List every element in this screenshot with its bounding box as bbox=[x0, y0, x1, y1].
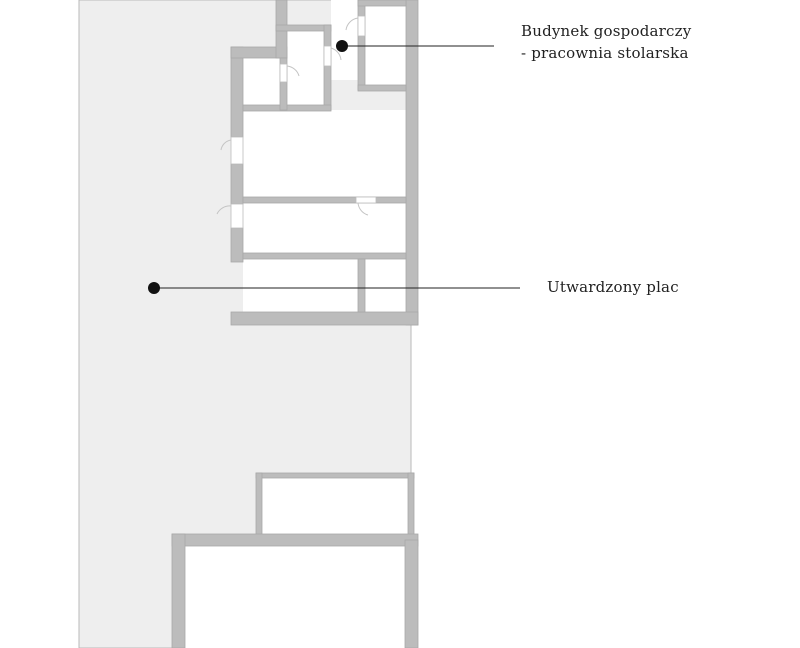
door-opening bbox=[357, 15, 366, 37]
door-opening bbox=[230, 203, 244, 229]
door-opening bbox=[323, 45, 332, 67]
door-swing bbox=[220, 139, 232, 151]
room-interior bbox=[243, 110, 406, 197]
door-swing bbox=[345, 17, 359, 31]
wall bbox=[404, 539, 419, 648]
wall bbox=[171, 533, 186, 648]
wall bbox=[230, 227, 244, 263]
room-interior bbox=[243, 203, 406, 253]
wall bbox=[255, 472, 415, 479]
workshop-label-line2: - pracownia stolarska bbox=[521, 44, 689, 62]
wall bbox=[230, 163, 244, 205]
door-swing bbox=[216, 205, 232, 215]
leader-dot-yard bbox=[148, 282, 160, 294]
wall bbox=[279, 57, 288, 111]
wall bbox=[230, 46, 244, 138]
room-interior bbox=[262, 478, 408, 536]
wall bbox=[230, 311, 419, 326]
room-interior bbox=[331, 0, 358, 80]
room-interior bbox=[243, 58, 280, 105]
wall bbox=[357, 84, 407, 92]
workshop-label: Budynek gospodarczy - pracownia stolarsk… bbox=[521, 20, 691, 64]
wall bbox=[171, 533, 419, 547]
wall bbox=[357, 258, 366, 313]
wall bbox=[407, 472, 415, 540]
door-swing bbox=[357, 202, 369, 216]
wall bbox=[405, 0, 419, 326]
yard-label-text: Utwardzony plac bbox=[547, 278, 679, 296]
door-swing bbox=[286, 65, 300, 77]
door-swing bbox=[330, 47, 342, 61]
lower-building bbox=[171, 472, 419, 648]
wall bbox=[242, 252, 407, 260]
door-opening bbox=[355, 196, 377, 204]
room-interior bbox=[365, 259, 406, 312]
yard-label: Utwardzony plac bbox=[547, 276, 679, 298]
room-interior bbox=[185, 546, 405, 648]
workshop-label-line1: Budynek gospodarczy bbox=[521, 22, 692, 40]
wall bbox=[357, 0, 366, 91]
wall bbox=[242, 196, 407, 204]
wall bbox=[255, 472, 263, 540]
door-opening bbox=[279, 63, 288, 83]
wall bbox=[357, 0, 407, 7]
workshop-building bbox=[216, 0, 419, 326]
window-opening bbox=[230, 136, 244, 165]
wall bbox=[323, 24, 332, 111]
room-interior bbox=[243, 259, 358, 312]
wall bbox=[275, 24, 332, 32]
annotation-leaders bbox=[148, 40, 520, 294]
leader-dot-workshop bbox=[336, 40, 348, 52]
